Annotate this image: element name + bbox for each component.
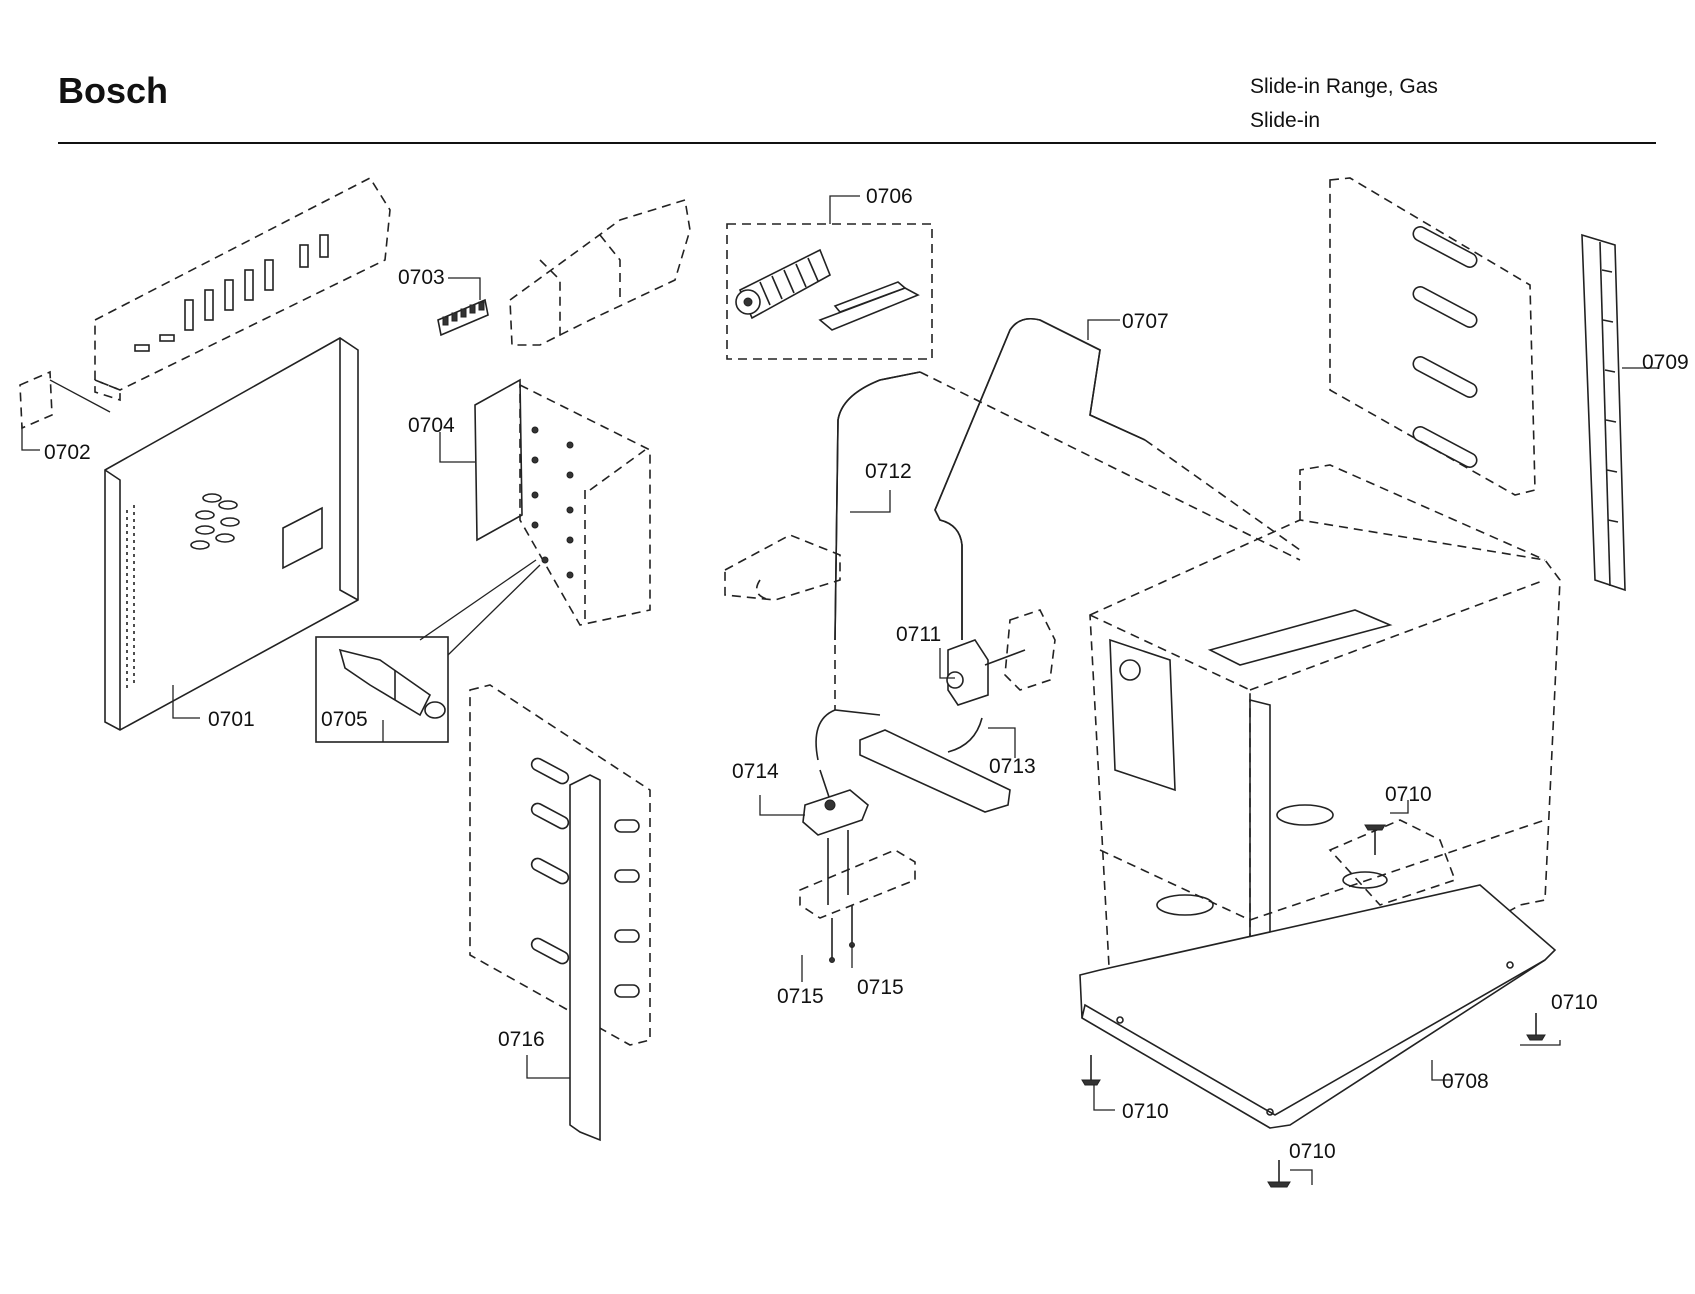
- label-0715-b: 0715: [857, 976, 904, 999]
- label-0701: 0701: [208, 708, 255, 731]
- label-0704: 0704: [408, 414, 455, 437]
- side-panel-left-0716: [469, 684, 651, 1142]
- screw-0710-d: [1267, 1160, 1291, 1188]
- side-panel-right: [1329, 177, 1536, 496]
- burner-bracket-lower: [815, 709, 1011, 813]
- label-0712: 0712: [865, 460, 912, 483]
- valve-0711: [946, 609, 1056, 706]
- label-0707: 0707: [1122, 310, 1169, 333]
- regulator-0714: [799, 789, 916, 963]
- label-0710-c: 0710: [1122, 1100, 1169, 1123]
- vertical-rail-0709: [1581, 233, 1626, 592]
- model-line-2: Slide-in: [1250, 109, 1321, 132]
- igniter-detail-0705: [315, 559, 541, 743]
- label-0716: 0716: [498, 1028, 545, 1051]
- leader-lines: [21, 277, 1658, 1185]
- label-0703: 0703: [398, 266, 445, 289]
- element-bracket-0704: [474, 378, 651, 626]
- top-rail-bracket: [509, 198, 691, 346]
- terminal-block-0703: [437, 298, 489, 337]
- burner-support-bracket: [724, 534, 841, 601]
- screw-0710-a: [1364, 824, 1386, 855]
- side-panel-0701: [104, 337, 359, 731]
- label-0710-b: 0710: [1551, 991, 1598, 1014]
- label-0715-a: 0715: [777, 985, 824, 1008]
- screw-0710-c: [1081, 1055, 1101, 1086]
- gas-tubing: [834, 317, 1301, 753]
- label-0713: 0713: [989, 755, 1036, 778]
- label-0710-a: 0710: [1385, 783, 1432, 806]
- base-pan-0708: [1079, 884, 1557, 1129]
- label-0710-d: 0710: [1289, 1140, 1336, 1163]
- label-0709: 0709: [1642, 351, 1689, 374]
- rear-upper-panel: [94, 176, 391, 402]
- header-rule: [58, 142, 1656, 144]
- bracket-0702: [19, 370, 111, 430]
- label-0702: 0702: [44, 441, 91, 464]
- brand-title: Bosch: [58, 70, 169, 111]
- label-0714: 0714: [732, 760, 779, 783]
- label-0705: 0705: [321, 708, 368, 731]
- label-0706: 0706: [866, 185, 913, 208]
- model-line-1: Slide-in Range, Gas: [1250, 75, 1438, 98]
- label-0711: 0711: [896, 623, 941, 646]
- part-labels: 0701 0702 0703 0704 0705 0706 0707 0708 …: [44, 185, 1689, 1163]
- screw-0710-b: [1526, 1013, 1546, 1041]
- blower-assembly-0706: [726, 195, 933, 360]
- label-0708: 0708: [1442, 1070, 1489, 1093]
- model-description: Slide-in Range, Gas Slide-in: [1250, 70, 1438, 138]
